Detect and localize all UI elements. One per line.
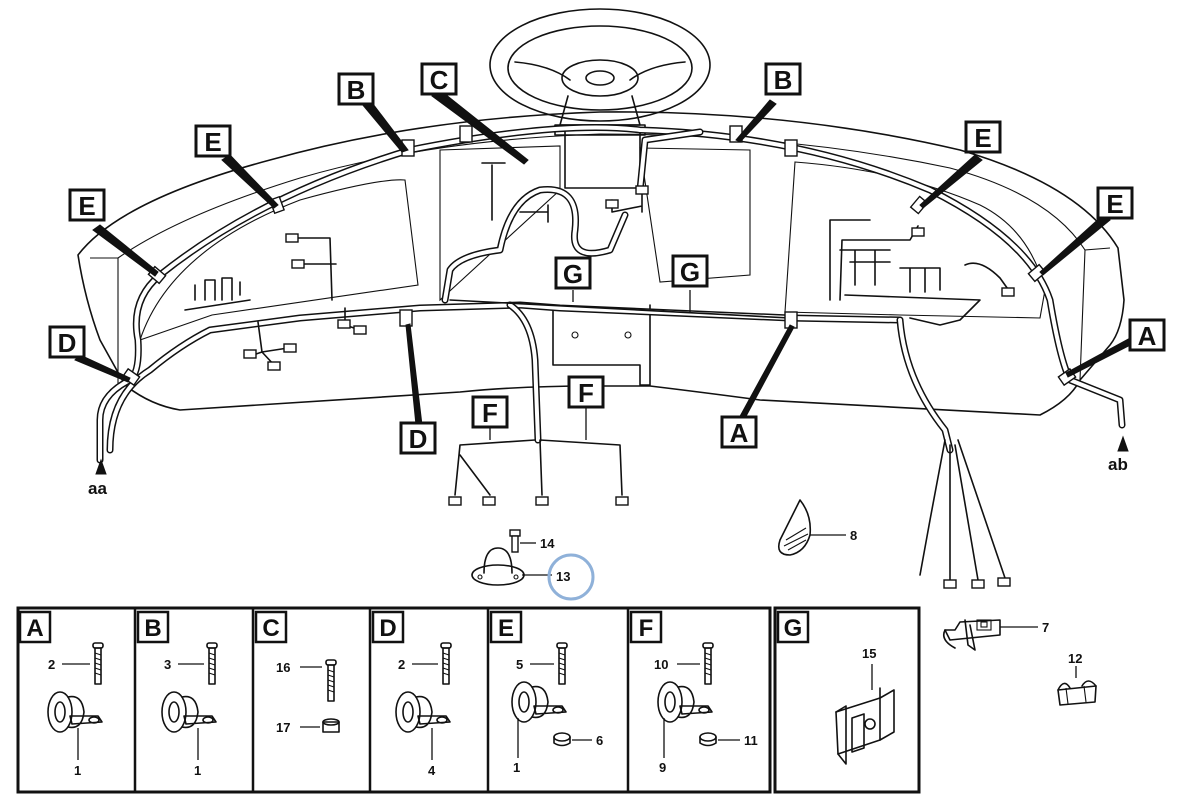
svg-text:E: E xyxy=(974,123,991,153)
svg-text:16: 16 xyxy=(276,660,290,675)
panel-d: D 2 4 xyxy=(371,610,452,778)
svg-text:C: C xyxy=(430,65,449,95)
svg-text:4: 4 xyxy=(428,763,436,778)
panel-e: E 5 6 1 xyxy=(489,610,603,775)
callout-d-left: D xyxy=(48,325,86,359)
svg-text:17: 17 xyxy=(276,720,290,735)
connector-part: 12 xyxy=(1057,651,1097,706)
svg-text:F: F xyxy=(639,615,654,642)
svg-text:G: G xyxy=(563,259,583,289)
center-branch-connectors xyxy=(448,439,629,506)
svg-text:10: 10 xyxy=(654,657,668,672)
callout-e-2: E xyxy=(68,188,106,222)
svg-text:1: 1 xyxy=(513,760,520,775)
svg-text:A: A xyxy=(730,418,749,448)
callout-g-right: G xyxy=(671,254,709,288)
label-ab: ab xyxy=(1108,455,1128,474)
callout-e-4: E xyxy=(1096,186,1134,220)
svg-text:1: 1 xyxy=(194,763,201,778)
svg-text:B: B xyxy=(774,65,793,95)
part-label-7: 7 xyxy=(1042,620,1049,635)
svg-text:C: C xyxy=(262,615,279,642)
svg-text:1: 1 xyxy=(74,763,81,778)
right-branch-wires xyxy=(919,439,1011,589)
callout-e-3: E xyxy=(964,120,1002,154)
callout-f-right: F xyxy=(567,375,605,409)
callout-b-right: B xyxy=(764,62,802,96)
right-connector-cluster xyxy=(829,219,1015,326)
svg-text:15: 15 xyxy=(862,646,876,661)
label-aa: aa xyxy=(88,479,107,498)
panel-c: C 16 17 xyxy=(254,610,340,735)
left-connector-cluster xyxy=(184,233,367,371)
svg-text:F: F xyxy=(482,398,498,428)
panel-f: F 10 11 9 xyxy=(629,610,758,775)
svg-text:6: 6 xyxy=(596,733,603,748)
svg-text:E: E xyxy=(1106,189,1123,219)
panel-a: A 2 1 xyxy=(18,610,104,778)
svg-text:D: D xyxy=(409,424,428,454)
callout-d-center: D xyxy=(399,421,437,455)
clip-part: 7 xyxy=(942,619,1049,651)
svg-text:G: G xyxy=(680,257,700,287)
part-label-8: 8 xyxy=(850,528,857,543)
svg-text:G: G xyxy=(784,615,803,642)
svg-text:11: 11 xyxy=(744,733,758,748)
highlight-circle xyxy=(547,553,595,601)
callout-g-left: G xyxy=(554,256,592,290)
callout-a-center: A xyxy=(720,415,758,449)
callout-f-left: F xyxy=(471,395,509,429)
panel-b: B 3 1 xyxy=(136,610,218,778)
svg-text:E: E xyxy=(78,191,95,221)
callout-e-1: E xyxy=(194,124,232,158)
tie-strap-part: 8 xyxy=(777,499,857,556)
stud-part: 14 xyxy=(509,529,555,553)
svg-text:F: F xyxy=(578,378,594,408)
part-label-14: 14 xyxy=(540,536,555,551)
svg-text:2: 2 xyxy=(398,657,405,672)
svg-text:B: B xyxy=(347,75,366,105)
svg-text:5: 5 xyxy=(516,657,523,672)
part-label-13: 13 xyxy=(556,569,570,584)
svg-text:D: D xyxy=(58,328,77,358)
svg-text:9: 9 xyxy=(659,760,666,775)
svg-text:B: B xyxy=(144,615,161,642)
part-label-12: 12 xyxy=(1068,651,1082,666)
svg-text:E: E xyxy=(498,615,514,642)
callout-a-right: A xyxy=(1128,318,1166,352)
svg-text:E: E xyxy=(204,127,221,157)
main-wire-harness xyxy=(96,124,1126,464)
panel-g: G 15 xyxy=(776,610,895,765)
svg-text:A: A xyxy=(26,615,43,642)
callout-b-left: B xyxy=(337,72,375,106)
svg-text:D: D xyxy=(379,615,396,642)
svg-text:A: A xyxy=(1138,321,1157,351)
center-connectors xyxy=(481,162,649,223)
svg-text:2: 2 xyxy=(48,657,55,672)
svg-text:3: 3 xyxy=(164,657,171,672)
grommet-part: 13 xyxy=(471,547,570,586)
callout-c: C xyxy=(420,62,458,96)
